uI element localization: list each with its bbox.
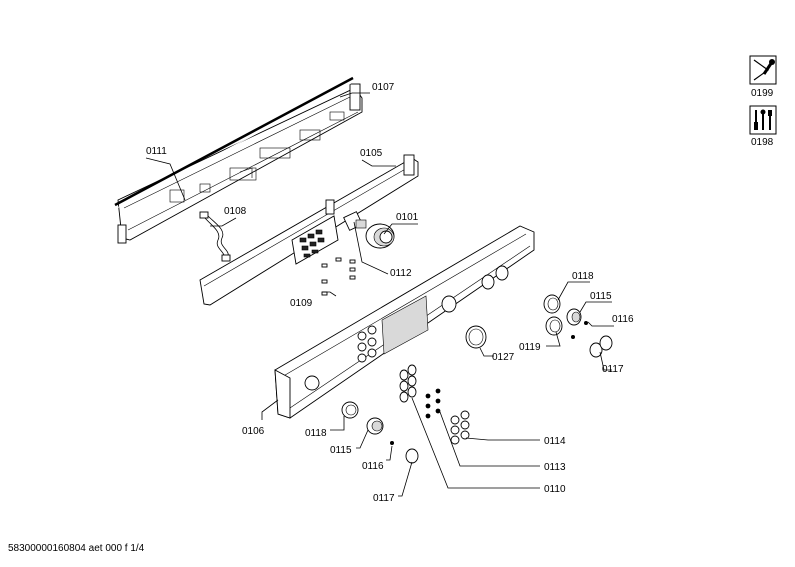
- dots-0116-right: [571, 321, 588, 339]
- label-0108: 0108: [224, 206, 247, 217]
- label-0116-left: 0116: [362, 461, 384, 472]
- tools-icon-label: 0198: [751, 137, 774, 148]
- label-0117-left: 0117: [373, 493, 395, 504]
- front-panel-0106: [274, 225, 535, 419]
- label-0106: 0106: [242, 426, 265, 437]
- dot-0116-left: [390, 441, 394, 445]
- label-0101: 0101: [396, 212, 419, 223]
- label-0109: 0109: [290, 298, 313, 309]
- label-0112: 0112: [390, 268, 412, 279]
- label-0114: 0114: [544, 436, 566, 447]
- label-0115-left: 0115: [330, 445, 352, 456]
- knob-0115-left: [366, 417, 384, 435]
- knob-0101: [365, 223, 395, 249]
- spacers-0109: [321, 257, 356, 296]
- label-0118-left: 0118: [305, 428, 327, 439]
- ring-0118-right: [543, 294, 561, 314]
- knob-0115-right: [566, 308, 582, 326]
- label-0115-right: 0115: [590, 291, 612, 302]
- label-0107: 0107: [372, 82, 395, 93]
- buttons-0110: [399, 364, 417, 403]
- ring-0127: [465, 325, 487, 349]
- encoder-0112: [343, 211, 367, 231]
- electronics-board-0105: [199, 154, 419, 306]
- service-wrench-icon: [749, 55, 777, 85]
- tools-icon: [749, 105, 777, 135]
- ring-0118-left: [341, 401, 359, 419]
- document-footer: 58300000160804 aet 000 f 1/4: [8, 543, 145, 554]
- control-frame-0107: [117, 83, 363, 244]
- label-0113: 0113: [544, 462, 566, 473]
- caps-0114: [450, 410, 470, 445]
- cable-0108: [199, 211, 231, 262]
- label-0105: 0105: [360, 148, 383, 159]
- leader-lines: [145, 92, 614, 497]
- service-icon-label: 0199: [751, 88, 774, 99]
- ring-0119: [545, 316, 563, 336]
- label-0116-right: 0116: [612, 314, 634, 325]
- seal-strip-0111: [114, 76, 356, 209]
- part-labels: 0107 0111 0105 0108 0101 0112 0109 0118 …: [146, 82, 634, 504]
- label-0119: 0119: [519, 342, 541, 353]
- caps-0117-right: [589, 335, 613, 358]
- cap-0117-left: [405, 448, 419, 464]
- label-0111: 0111: [146, 146, 167, 157]
- label-0117-right: 0117: [602, 364, 624, 375]
- label-0118-right: 0118: [572, 271, 594, 282]
- dots-0113: [425, 388, 441, 419]
- label-0110: 0110: [544, 484, 566, 495]
- label-0127: 0127: [492, 352, 515, 363]
